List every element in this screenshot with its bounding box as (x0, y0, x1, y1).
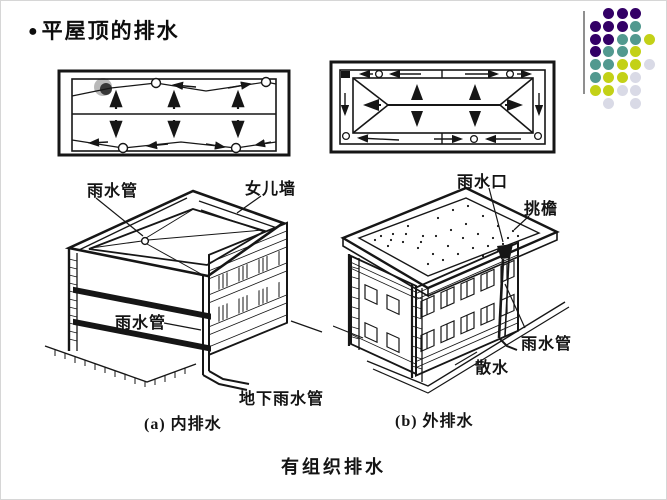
deco-dot (643, 33, 655, 45)
deco-dot (590, 84, 601, 96)
deco-dot (616, 8, 628, 19)
deco-dot (590, 33, 601, 45)
deco-dot (616, 59, 628, 71)
external-rain-pipe (497, 258, 505, 339)
deco-dot (630, 8, 642, 19)
deco-dot (630, 72, 642, 83)
deco-dot (603, 72, 615, 83)
deco-dot (616, 20, 628, 32)
deco-dot (616, 84, 628, 96)
label-rain-inlet: 雨水口 (457, 174, 509, 191)
label-rain-pipe-exterior: 雨水管 (521, 336, 573, 353)
deco-dot (603, 84, 615, 96)
plan-external-drainage-figure (329, 60, 556, 154)
plan-internal-drainage-figure (57, 69, 291, 157)
deco-dot (590, 59, 601, 71)
deco-dot (630, 46, 642, 58)
label-parapet: 女儿墙 (245, 181, 297, 198)
title-text: 平屋顶的排水 (41, 19, 180, 43)
label-rain-pipe-roof: 雨水管 (87, 183, 139, 200)
label-rain-pipe-interior: 雨水管 (115, 315, 167, 332)
deco-dot (630, 59, 642, 71)
dot-grid (590, 8, 665, 114)
deco-dot (643, 59, 655, 71)
building-external-drainage-figure (333, 186, 570, 394)
caption-internal-drainage: (a) 内排水 (144, 416, 222, 433)
caption-external-drainage: (b) 外排水 (395, 413, 474, 430)
deco-dot (630, 84, 642, 96)
deco-dot (590, 72, 601, 83)
bullet-icon: ● (28, 23, 38, 40)
deco-dot (616, 46, 628, 58)
deco-vertical-line (583, 11, 585, 94)
label-underground-rain-pipe: 地下雨水管 (239, 391, 325, 408)
deco-dot (603, 97, 615, 109)
deco-dot (603, 59, 615, 71)
building-internal-drainage-figure (44, 189, 323, 391)
deco-dot (616, 72, 628, 83)
deco-dot (616, 33, 628, 45)
deco-dot (603, 20, 615, 32)
deco-dot (630, 97, 642, 109)
deco-dot (603, 46, 615, 58)
deco-dot (603, 8, 615, 19)
deco-dot (630, 33, 642, 45)
ink-blot (94, 78, 112, 96)
footer-caption: 有组织排水 (281, 457, 386, 477)
deco-dot (603, 33, 615, 45)
label-eave: 挑檐 (524, 201, 559, 218)
deco-dot (590, 20, 601, 32)
deco-dot (590, 46, 601, 58)
deco-dot (630, 20, 642, 32)
roof-drain-funnel (140, 236, 150, 246)
label-apron: 散水 (475, 360, 510, 377)
page-title: ●平屋顶的排水 (28, 15, 180, 45)
rain-inlet-funnel (497, 244, 513, 259)
